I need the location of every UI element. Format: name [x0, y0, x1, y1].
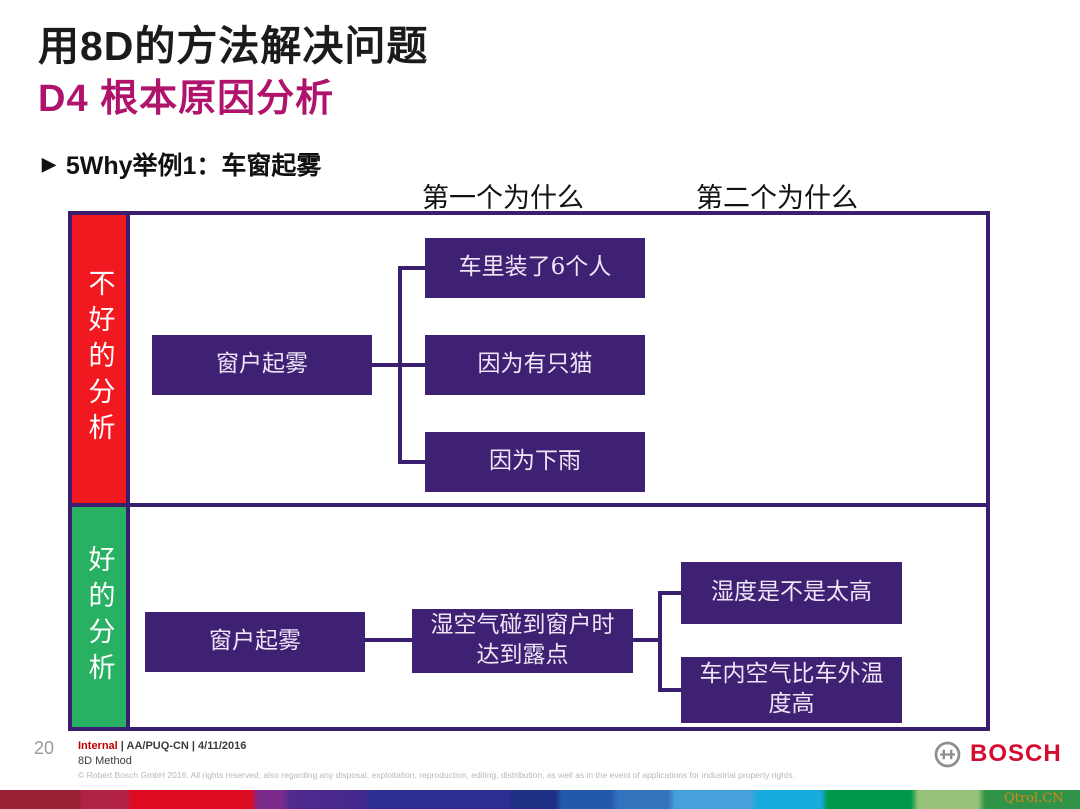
copyright-notice: © Robert Bosch GmbH 2016. All rights res… [78, 770, 795, 780]
footer-doc-title: 8D Method [78, 755, 132, 767]
diagram-border-bottom [68, 727, 990, 731]
bad-analysis-label: 不好的分析 [83, 269, 115, 449]
watermark-text: Qtrol.CN [1004, 791, 1064, 806]
classification-label: Internal [78, 740, 118, 752]
footer-classification-line: Internal | AA/PUQ-CN | 4/11/2016 [78, 740, 246, 752]
bad-problem-box: 窗户起雾 [152, 335, 372, 395]
bullet-triangle-icon: ▶ [42, 153, 56, 174]
bullet-line: ▶ 5Why举例1：车窗起雾 [42, 146, 321, 182]
bullet-text: 5Why举例1：车窗起雾 [65, 152, 322, 180]
connector-line [398, 266, 402, 464]
bad-why-box-3: 因为下雨 [425, 432, 645, 492]
diagram-border-top [68, 211, 990, 215]
bad-analysis-lane-bar: 不好的分析 [68, 215, 130, 503]
column-header-second-why: 第二个为什么 [696, 183, 858, 214]
connector-line [365, 638, 412, 642]
good-first-why-box: 湿空气碰到窗户时达到露点 [412, 609, 633, 673]
bosch-wordmark: BOSCH [970, 740, 1062, 767]
column-header-first-why: 第一个为什么 [422, 183, 584, 214]
diagram-divider-middle [68, 503, 990, 507]
bad-why-box-1: 车里装了6个人 [425, 238, 645, 298]
good-second-why-box-2: 车内空气比车外温度高 [681, 657, 902, 723]
good-analysis-lane-bar: 好的分析 [68, 507, 130, 727]
connector-line [658, 591, 662, 692]
connector-line [402, 460, 425, 464]
page-number: 20 [34, 738, 55, 758]
bosch-armature-icon [934, 741, 961, 767]
slide-subtitle: D4 根本原因分析 [38, 78, 335, 120]
connector-line [633, 638, 662, 642]
good-second-why-box-1: 湿度是不是太高 [681, 562, 902, 624]
footer-meta-text: | AA/PUQ-CN | 4/11/2016 [120, 740, 247, 752]
connector-line [662, 688, 681, 692]
bosch-logo: BOSCH [934, 740, 1062, 768]
diagram-border-right [986, 211, 990, 731]
good-analysis-label: 好的分析 [83, 545, 115, 689]
slide-title: 用8D的方法解决问题 [38, 23, 429, 69]
five-why-diagram: 不好的分析 好的分析 窗户起雾 车里装了6个人 因为有只猫 因为下雨 窗户起雾 … [68, 211, 990, 731]
bosch-supergraphic-stripe [0, 790, 1080, 809]
good-problem-box: 窗户起雾 [145, 612, 365, 672]
connector-line [662, 591, 681, 595]
bad-why-box-2: 因为有只猫 [425, 335, 645, 395]
connector-line [402, 266, 425, 270]
